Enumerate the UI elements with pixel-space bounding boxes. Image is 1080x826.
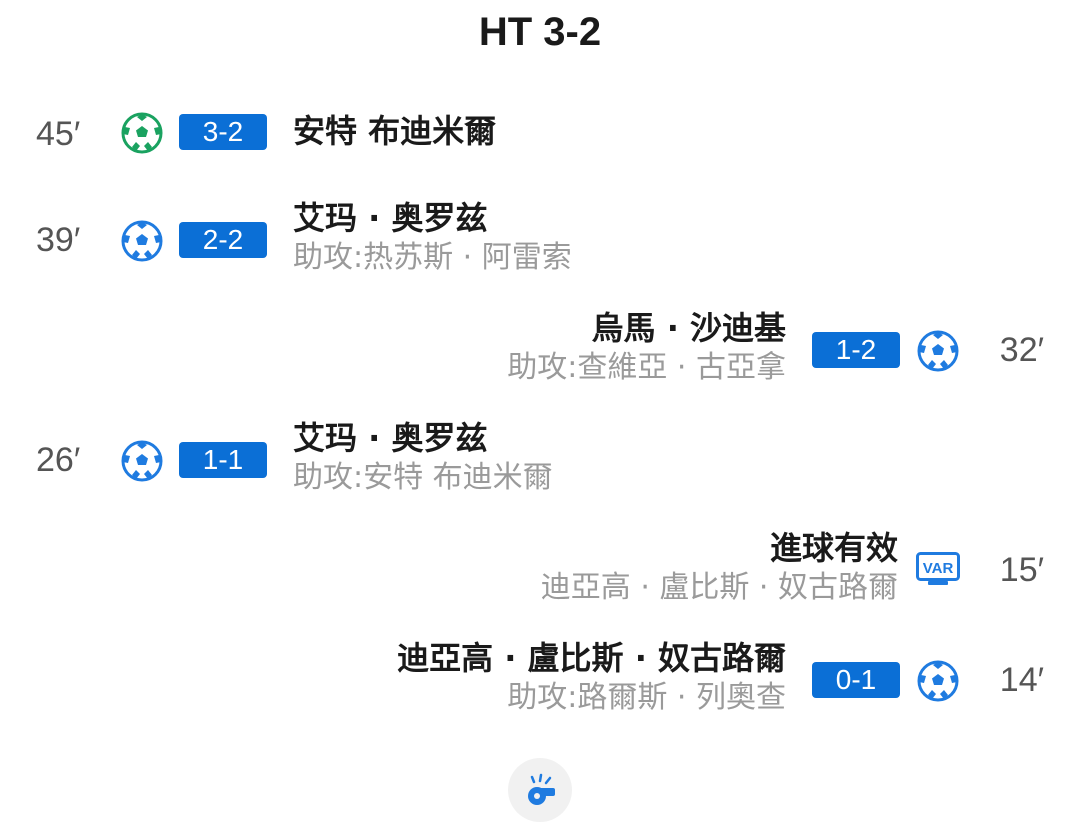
goal-scorer: 烏馬 · 沙迪基 xyxy=(591,309,786,347)
score-badge: 3-2 xyxy=(179,114,267,150)
var-icon: VAR xyxy=(916,552,960,585)
event-minute: 15′ xyxy=(999,551,1044,589)
timeline-event[interactable]: 45′ 3-2 安特 布迪米爾 xyxy=(0,108,1080,198)
score-badge: 1-2 xyxy=(812,332,900,368)
goal-scorer: 艾玛 · 奥罗兹 xyxy=(293,199,488,237)
assist-text: 助攻:查維亞 · 古亞拿 xyxy=(507,350,786,385)
score-badge: 2-2 xyxy=(179,222,267,258)
soccer-ball-icon xyxy=(121,440,163,482)
event-minute: 45′ xyxy=(36,115,81,153)
var-decision: 進球有效 xyxy=(769,529,898,567)
halftime-score: HT 3-2 xyxy=(478,10,602,54)
timeline-event[interactable]: 15′ VAR 進球有效 迪亞高 · 盧比斯 · 奴古路爾 xyxy=(0,528,1080,618)
soccer-ball-icon xyxy=(121,112,163,154)
timeline-event[interactable]: 32′ 1-2 烏馬 · 沙迪基 助攻:查維亞 · 古亞拿 xyxy=(0,308,1080,398)
event-minute: 26′ xyxy=(36,441,81,479)
goal-scorer: 迪亞高 · 盧比斯 · 奴古路爾 xyxy=(397,639,786,677)
var-player: 迪亞高 · 盧比斯 · 奴古路爾 xyxy=(540,570,898,605)
var-label: VAR xyxy=(923,560,954,577)
goal-scorer: 艾玛 · 奥罗兹 xyxy=(293,419,488,457)
event-minute: 14′ xyxy=(999,661,1044,699)
kickoff-marker xyxy=(508,758,572,822)
soccer-ball-icon xyxy=(917,330,959,372)
timeline-event[interactable]: 26′ 1-1 艾玛 · 奥罗兹 助攻:安特 布迪米爾 xyxy=(0,418,1080,508)
timeline-event[interactable]: 39′ 2-2 艾玛 · 奥罗兹 助攻:热苏斯 · 阿雷索 xyxy=(0,198,1080,288)
event-minute: 39′ xyxy=(36,221,81,259)
soccer-ball-icon xyxy=(121,220,163,262)
soccer-ball-icon xyxy=(917,660,959,702)
timeline-event[interactable]: 14′ 0-1 迪亞高 · 盧比斯 · 奴古路爾 助攻:路爾斯 · 列奧查 xyxy=(0,638,1080,728)
assist-text: 助攻:热苏斯 · 阿雷索 xyxy=(293,240,572,275)
whistle-icon xyxy=(528,773,555,805)
score-badge: 0-1 xyxy=(812,662,900,698)
event-minute: 32′ xyxy=(999,331,1044,369)
goal-scorer: 安特 布迪米爾 xyxy=(293,112,497,150)
assist-text: 助攻:路爾斯 · 列奧查 xyxy=(507,680,786,715)
assist-text: 助攻:安特 布迪米爾 xyxy=(293,460,553,495)
score-badge: 1-1 xyxy=(179,442,267,478)
